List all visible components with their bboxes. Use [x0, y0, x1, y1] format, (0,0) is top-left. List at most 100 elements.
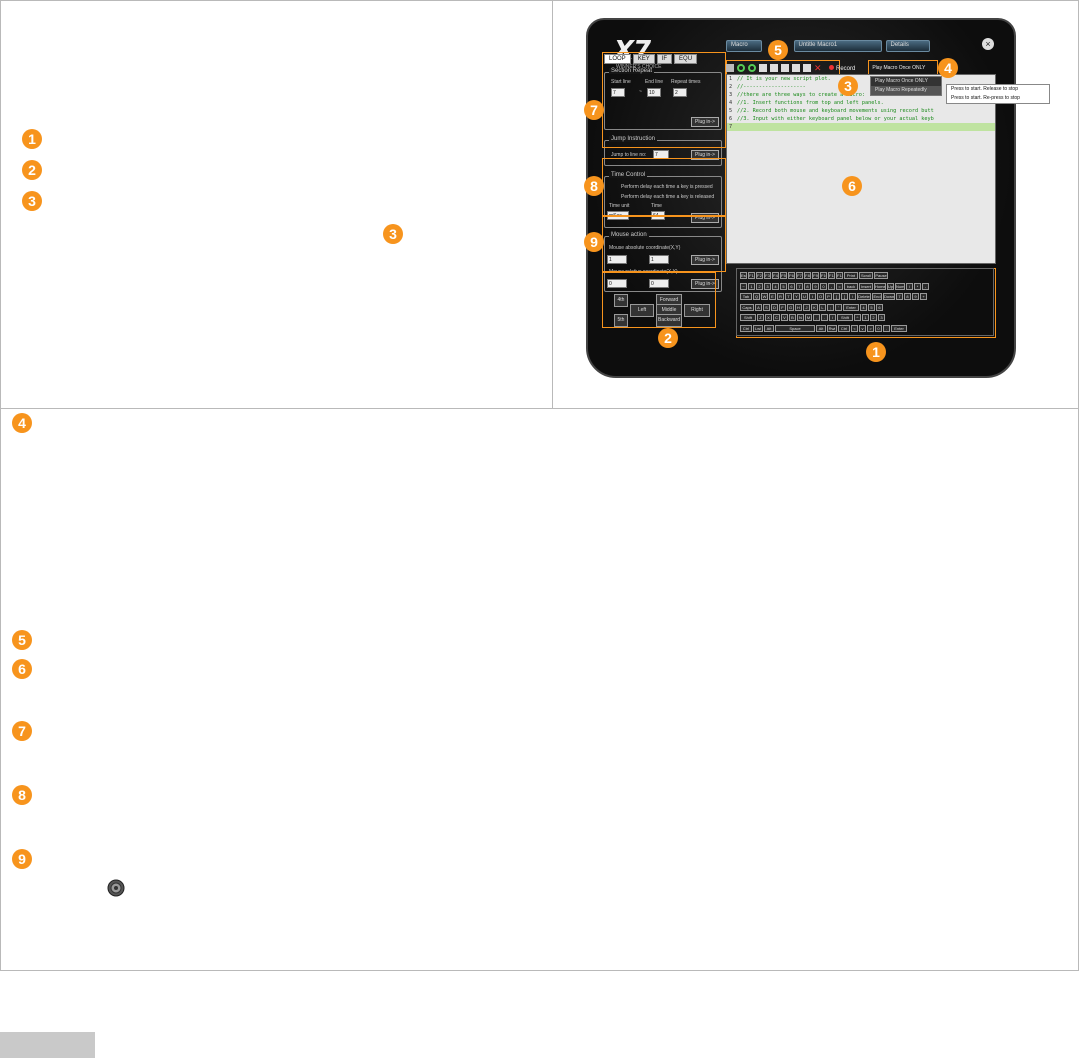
tab-key[interactable]: KEY	[632, 54, 655, 64]
tab-if[interactable]: IF	[656, 54, 673, 64]
keyboard-key[interactable]: V	[781, 314, 788, 321]
close-icon[interactable]: ×	[982, 38, 994, 50]
keyboard-key[interactable]: Down	[883, 293, 895, 300]
rel-plugin-button[interactable]: Plug in->	[691, 279, 719, 289]
keyboard-key[interactable]: v	[859, 324, 866, 332]
keyboard-key[interactable]: F11	[828, 272, 835, 279]
keyboard-key[interactable]: Enter	[843, 303, 859, 311]
keyboard-key[interactable]: 4	[772, 282, 779, 290]
keyboard-key[interactable]: Alt	[816, 324, 826, 332]
keyboard-key[interactable]: End	[872, 293, 882, 300]
delete-icon[interactable]: ✕	[814, 63, 822, 73]
keyboard-key[interactable]: 1	[748, 282, 755, 290]
cut-icon[interactable]	[759, 64, 767, 72]
keyboard-key[interactable]: 5	[868, 303, 875, 311]
abs-plugin-button[interactable]: Plug in->	[691, 255, 719, 265]
script-editor[interactable]: 1// It is your new script plot. 2//-----…	[726, 74, 996, 264]
keyboard-key[interactable]: E	[769, 293, 776, 300]
keyboard-key[interactable]: 6	[788, 282, 795, 290]
keyboard-key[interactable]: T	[785, 293, 792, 300]
repeat-times-input[interactable]: 2	[673, 88, 687, 97]
abs-x-input[interactable]: 1	[607, 255, 627, 264]
mouse-backward-button[interactable]: Backward	[656, 314, 682, 327]
keyboard-key[interactable]: F2	[756, 272, 763, 279]
keyboard-key[interactable]: F7	[796, 272, 803, 279]
keyboard-key[interactable]: 7	[796, 282, 803, 290]
keyboard-key[interactable]: Y	[793, 293, 800, 300]
move-up-icon[interactable]	[803, 64, 811, 72]
keyboard-key[interactable]: F12	[836, 272, 843, 279]
keyboard-key[interactable]: back	[844, 282, 858, 290]
keyboard-key[interactable]: U	[801, 293, 808, 300]
keyboard-key[interactable]: A	[755, 303, 762, 311]
code-line[interactable]: 1// It is your new script plot.	[727, 75, 995, 83]
keyboard-key[interactable]: 4	[860, 303, 867, 311]
keyboard-key[interactable]: Print	[844, 272, 858, 279]
keyboard-key[interactable]: ]	[841, 293, 848, 300]
undo-icon[interactable]	[737, 64, 745, 72]
keyboard-key[interactable]: Delete	[857, 293, 871, 300]
keyboard-key[interactable]: D	[771, 303, 778, 311]
macro-name-field[interactable]: Untitle Macro1	[793, 40, 882, 52]
keyboard-key[interactable]: -	[922, 282, 929, 290]
code-line[interactable]: 6//3. Input with either keyboard panel b…	[727, 115, 995, 123]
play-repeatedly-option[interactable]: Play Macro Repeatedly	[871, 86, 941, 95]
keyboard-key[interactable]: Enter	[891, 324, 907, 332]
keyboard-key[interactable]: I	[809, 293, 816, 300]
keyboard-key[interactable]: ~	[740, 282, 747, 290]
end-line-input[interactable]: 10	[647, 88, 661, 97]
keyboard-key[interactable]: ,	[813, 314, 820, 321]
keyboard-key[interactable]: F9	[812, 272, 819, 279]
keyboard-key[interactable]: Caps	[740, 303, 754, 311]
keyboard-key[interactable]: W	[761, 293, 768, 300]
keyboard-key[interactable]: Home	[874, 282, 886, 290]
keyboard-key[interactable]: 0	[875, 324, 882, 332]
save-icon[interactable]	[726, 64, 734, 72]
keyboard-key[interactable]: 3	[764, 282, 771, 290]
keyboard-key[interactable]: K	[811, 303, 818, 311]
mouse-5th-button[interactable]: 5th	[614, 314, 628, 327]
paste-icon[interactable]	[781, 64, 789, 72]
time-plugin-button[interactable]: Plug in->	[691, 213, 719, 223]
tab-equ[interactable]: EQU	[674, 54, 698, 64]
move-down-icon[interactable]	[792, 64, 800, 72]
keyboard-key[interactable]: X	[765, 314, 772, 321]
keyboard-key[interactable]: R	[777, 293, 784, 300]
keyboard-key[interactable]: <	[851, 324, 858, 332]
keyboard-key[interactable]: F5	[780, 272, 787, 279]
keyboard-key[interactable]: O	[817, 293, 824, 300]
mouse-4th-button[interactable]: 4th	[614, 294, 628, 307]
keyboard-key[interactable]: F	[779, 303, 786, 311]
keyboard-key[interactable]: F4	[772, 272, 779, 279]
mouse-forward-button[interactable]: Forward	[656, 294, 682, 307]
keyboard-key[interactable]: Tab	[740, 293, 752, 300]
keyboard-key[interactable]: M	[805, 314, 812, 321]
keyboard-key[interactable]: -	[828, 282, 835, 290]
keyboard-key[interactable]: .	[883, 324, 890, 332]
keyboard-key[interactable]: Num	[895, 282, 905, 290]
press-release-option[interactable]: Press to start. Release to stop	[951, 86, 1018, 92]
abs-y-input[interactable]: 1	[649, 255, 669, 264]
mouse-right-button[interactable]: Right	[684, 304, 710, 317]
keyboard-key[interactable]: 5	[780, 282, 787, 290]
keyboard-key[interactable]: ^	[854, 314, 861, 321]
keyboard-key[interactable]: Insert	[859, 282, 873, 290]
keyboard-key[interactable]: H	[795, 303, 802, 311]
press-repress-option[interactable]: Press to start. Re-press to stop	[951, 95, 1020, 101]
keyboard-key[interactable]: 0	[820, 282, 827, 290]
keyboard-key[interactable]: .	[821, 314, 828, 321]
code-line[interactable]: 4//1. Insert functions from top and left…	[727, 99, 995, 107]
rel-y-input[interactable]: 0	[649, 279, 669, 288]
keyboard-key[interactable]: F10	[820, 272, 827, 279]
keyboard-key[interactable]: Rwi	[827, 324, 837, 332]
keyboard-key[interactable]: /	[829, 314, 836, 321]
mouse-left-button[interactable]: Left	[630, 304, 654, 317]
keyboard-key[interactable]: Space	[775, 324, 815, 332]
keyboard-key[interactable]: F8	[804, 272, 811, 279]
keyboard-key[interactable]: 2	[870, 314, 877, 321]
keyboard-key[interactable]: Pause	[874, 272, 888, 279]
keyboard-key[interactable]: =	[836, 282, 843, 290]
code-line[interactable]: 2//--------------------	[727, 83, 995, 91]
keyboard-key[interactable]: Shift	[837, 314, 853, 321]
code-line-current[interactable]: 7	[727, 123, 995, 131]
